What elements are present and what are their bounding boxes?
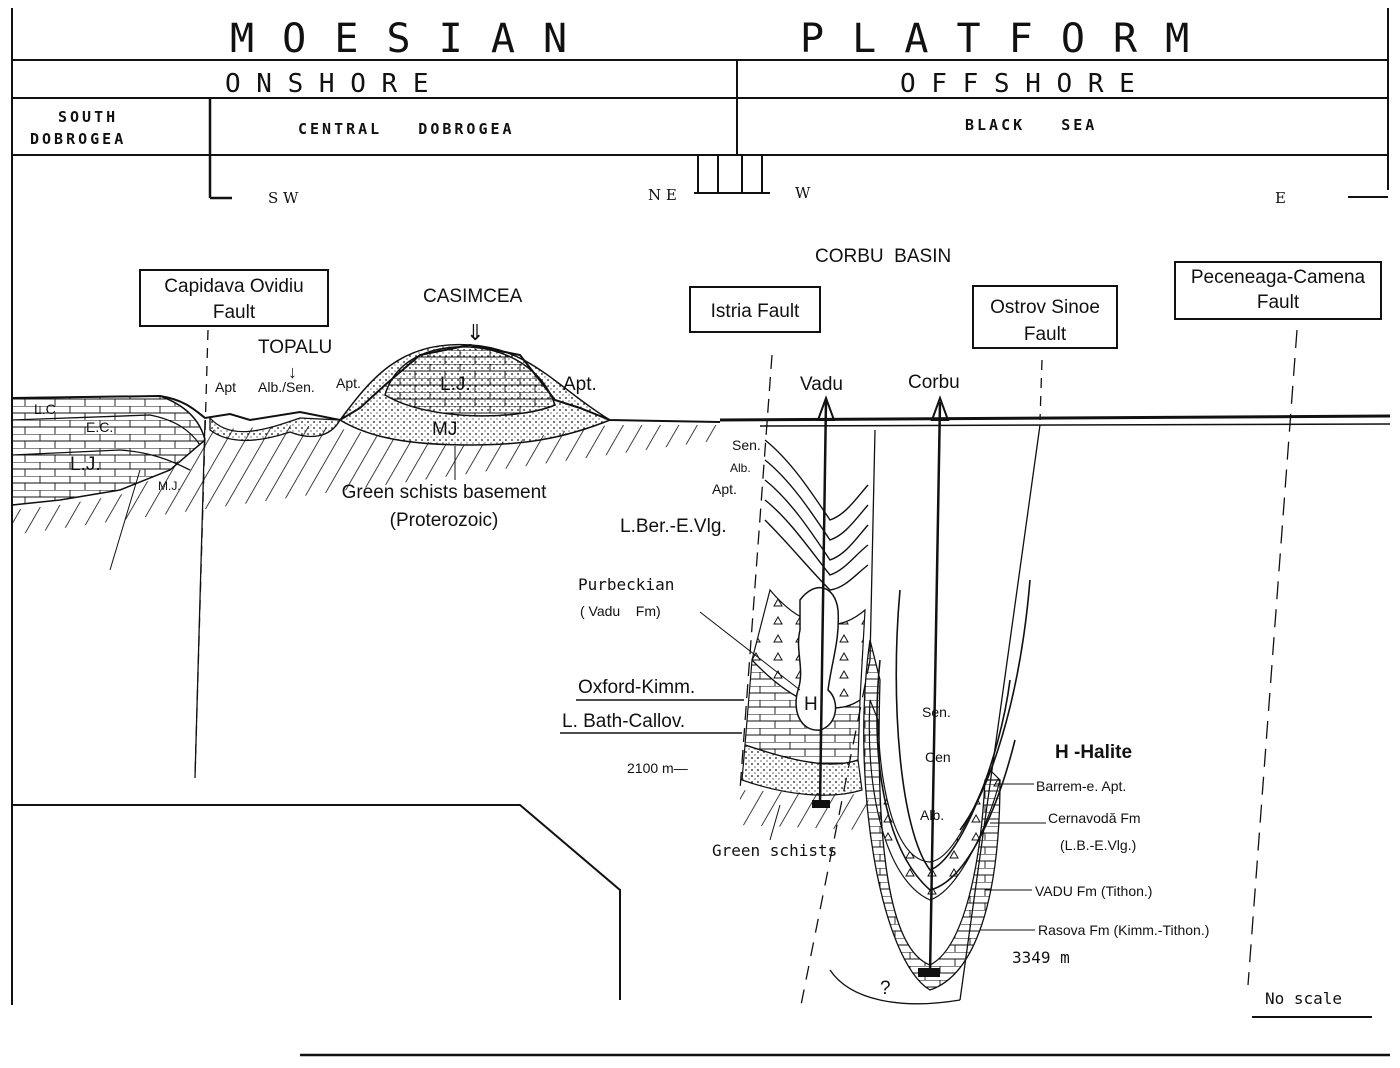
title-moesian: M O E S I A N [230, 16, 569, 62]
unit-lj: L.J. [440, 374, 471, 395]
unit-vadu-alb: Alb. [730, 461, 751, 475]
unit-lj-left: L.J. [70, 454, 101, 475]
corbu-well-base [918, 968, 940, 977]
casimcea-dome [338, 343, 612, 446]
capidava-fault-label-2: Fault [213, 302, 256, 323]
halite-h-marker: H [804, 694, 818, 715]
corbu-well [928, 401, 942, 976]
corbu-syncline [863, 579, 1031, 991]
title-platform: P L A T F O R M [800, 16, 1191, 62]
direction-sw: S W [268, 189, 299, 207]
unit-purbeckian-1: Purbeckian [578, 575, 674, 594]
casimcea-label: CASIMCEA [423, 286, 523, 307]
unit-purbeckian-2: ( Vadu Fm) [580, 603, 661, 619]
capidava-fault-label-1: Capidava Ovidiu [164, 276, 303, 297]
black-sea-label: BLACK SEA [965, 116, 1097, 134]
peceneaga-fault-box [1174, 261, 1382, 320]
inset-frame [12, 804, 621, 1000]
no-scale-label: No scale [1265, 989, 1342, 1008]
direction-w: W [795, 184, 811, 202]
ostrov-fault-label-1: Ostrov Sinoe [990, 297, 1100, 318]
unit-oxford-kimm: Oxford-Kimm. [578, 677, 695, 698]
istria-fault-box [689, 286, 821, 333]
unit-corbu-question: ? [880, 978, 891, 999]
peceneaga-fault-trace [1247, 329, 1298, 986]
topalu-basin [209, 416, 342, 442]
unit-bath-callov: L. Bath-Callov. [562, 711, 685, 732]
legend-cernavoda-1: Cernavodă Fm [1048, 810, 1141, 826]
legend-rasova: Rasova Fm (Kimm.-Tithon.) [1038, 922, 1209, 938]
unit-vadu-lber: L.Ber.-E.Vlg. [620, 516, 727, 537]
well-corbu-label: Corbu [908, 372, 960, 393]
direction-e: E [1275, 189, 1286, 207]
unit-apt-1: Apt [215, 379, 236, 395]
unit-vadu-apt: Apt. [712, 481, 737, 497]
unit-mj: MJ [432, 419, 457, 440]
central-dobrogea-label: CENTRAL DOBROGEA [298, 120, 515, 138]
vadu-well-arrow-icon [816, 395, 836, 421]
unit-green-schists: Green schists [712, 841, 837, 860]
south-dobrogea-label-1: SOUTH [58, 108, 118, 126]
ostrov-fault-trace [1039, 359, 1043, 421]
depth-3349: 3349 m [1012, 948, 1070, 967]
onshore-surface-line [11, 343, 721, 423]
basement-label-2: (Proterozoic) [390, 510, 499, 531]
unit-lc: L.C [34, 401, 56, 417]
unit-ec: E.C. [86, 419, 113, 435]
onshore-label: O N S H O R E [225, 69, 429, 99]
topalu-label: TOPALU [258, 337, 332, 358]
istria-fault-label: Istria Fault [711, 301, 800, 322]
legend-vadu-fm: VADU Fm (Tithon.) [1035, 883, 1152, 899]
unit-vadu-sen: Sen. [732, 437, 761, 453]
south-dobrogea-block [11, 395, 206, 506]
peceneaga-fault-label-1: Peceneaga-Camena [1191, 267, 1366, 288]
depth-2100: 2100 m— [627, 760, 688, 776]
unit-alb-sen: Alb./Sen. [258, 379, 315, 395]
topalu-arrow-icon: ↓ [288, 362, 297, 382]
unit-mj-left: M.J. [158, 479, 181, 493]
sea-floor-line [759, 423, 1391, 427]
casimcea-arrow-icon: ⇓ [466, 320, 484, 345]
direction-ne: N E [648, 186, 677, 204]
unit-corbu-sen: Sen. [922, 704, 951, 720]
basement-label-1: Green schists basement [342, 482, 548, 503]
corbu-basin-label: CORBU BASIN [815, 246, 951, 267]
capidava-fault-box [139, 269, 329, 327]
legend-barrem: Barrem-e. Apt. [1036, 778, 1126, 794]
unit-apt-3: Apt. [563, 374, 597, 395]
legend-halite: H -Halite [1055, 742, 1132, 763]
vadu-well [818, 399, 828, 806]
istria-fault-trace [739, 354, 773, 791]
unit-corbu-alb: Alb. [920, 807, 944, 823]
south-dobrogea-label-2: DOBROGEA [30, 130, 126, 148]
well-vadu-label: Vadu [800, 374, 843, 395]
offshore-label: O F F S H O R E [900, 69, 1135, 99]
vadu-block [740, 439, 870, 830]
legend-cernavoda-2: (L.B.-E.Vlg.) [1060, 837, 1136, 853]
peceneaga-fault-label-2: Fault [1257, 292, 1300, 313]
corbu-well-arrow-icon [930, 395, 950, 421]
unit-apt-2: Apt. [336, 375, 361, 391]
header-frame [11, 8, 1389, 1005]
unit-corbu-cen: Cen [925, 749, 951, 765]
vadu-well-base [812, 800, 830, 808]
ostrov-fault-box [972, 285, 1118, 349]
ostrov-fault-label-2: Fault [1024, 324, 1067, 345]
